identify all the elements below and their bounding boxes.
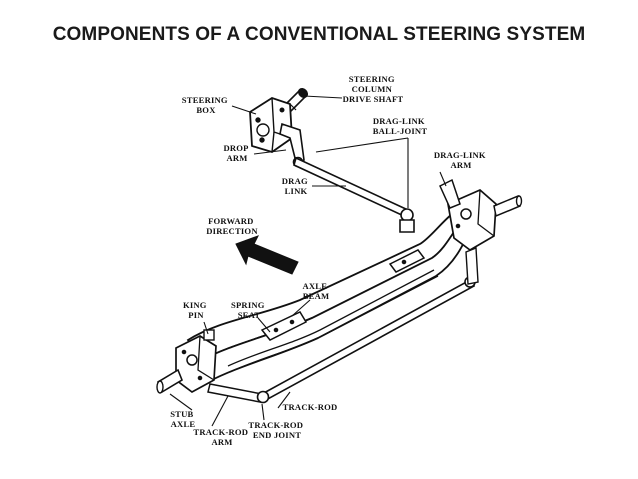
steering-box-assembly bbox=[249, 87, 309, 168]
leader-lines bbox=[169, 95, 447, 427]
left-stub-axle bbox=[156, 329, 263, 403]
track-rod bbox=[256, 246, 479, 404]
forward-arrow-icon bbox=[235, 235, 299, 275]
label-steering-column-drive-shaft: STEERING COLUMN DRIVE SHAFT bbox=[343, 74, 404, 104]
label-steering-box: STEERING BOX bbox=[182, 95, 230, 115]
label-drop-arm: DROP ARM bbox=[223, 143, 250, 163]
label-track-rod-arm: TRACK-ROD ARM bbox=[193, 427, 250, 447]
label-drag-link-arm: DRAG-LINK ARM bbox=[434, 150, 488, 170]
label-forward-direction: FORWARD DIRECTION bbox=[206, 216, 258, 236]
drag-link bbox=[293, 156, 415, 233]
label-spring-seat: SPRING SEAT bbox=[231, 300, 267, 320]
label-drag-link: DRAG LINK bbox=[282, 176, 310, 196]
right-stub-axle bbox=[439, 178, 523, 252]
label-track-rod: TRACK-ROD bbox=[283, 402, 338, 412]
label-stub-axle: STUB AXLE bbox=[170, 409, 196, 429]
label-axle-beam: AXLE BEAM bbox=[302, 281, 329, 301]
slide-title: COMPONENTS OF A CONVENTIONAL STEERING SY… bbox=[52, 24, 586, 45]
label-king-pin: KING PIN bbox=[183, 300, 209, 320]
label-drag-link-ball-joint: DRAG-LINK BALL-JOINT bbox=[373, 116, 428, 136]
label-track-rod-end-joint: TRACK-ROD END JOINT bbox=[248, 420, 305, 440]
